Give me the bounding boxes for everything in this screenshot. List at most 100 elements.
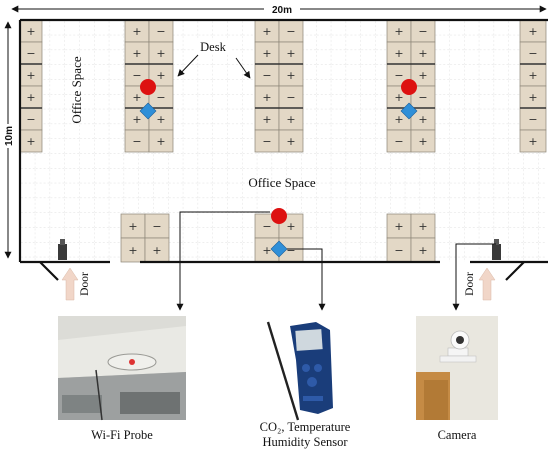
- sensor-connector: [287, 248, 326, 311]
- sensor-photo: [266, 321, 333, 421]
- height-label: 10m: [4, 126, 15, 146]
- desk-chair-mark: +: [262, 91, 271, 104]
- wifi-connector: [176, 211, 270, 311]
- desk-chair-mark: +: [394, 220, 403, 233]
- width-label: 20m: [272, 5, 292, 16]
- desk-chair-mark: −: [26, 113, 35, 126]
- desk: [148, 129, 174, 153]
- sensor-markers: [139, 102, 418, 258]
- desk-chair-mark: +: [528, 25, 537, 38]
- desk-chair-mark: +: [418, 220, 427, 233]
- desk-chair-mark: +: [156, 113, 165, 126]
- sensor-caption-line1: CO₂, Temperature: [259, 420, 351, 434]
- desk-chair-mark: +: [156, 47, 165, 60]
- camera-icon-left: [58, 239, 67, 260]
- desk: [410, 213, 436, 239]
- desk-chair-mark: +: [418, 244, 427, 257]
- desk-chair-mark: −: [418, 91, 427, 104]
- desk-chair-mark: +: [128, 244, 137, 257]
- desk-chair-mark: +: [394, 47, 403, 60]
- door-right-arrow: Door: [464, 267, 496, 301]
- desk-chair-mark: +: [286, 220, 295, 233]
- desk-chair-mark: −: [394, 135, 403, 148]
- desk-chair-mark: −: [286, 91, 295, 104]
- wifi-marker-1: [140, 79, 156, 95]
- camera-photo: [416, 316, 498, 420]
- wifi-probe-caption: Wi-Fi Probe: [91, 428, 153, 442]
- desk-chair-mark: +: [156, 135, 165, 148]
- wifi-marker-3: [271, 208, 287, 224]
- desk-chair-mark: +: [26, 135, 35, 148]
- desk-chair-mark: +: [528, 135, 537, 148]
- wifi-probe-markers: [140, 79, 417, 224]
- desk-chair-mark: +: [132, 113, 141, 126]
- desk-chair-mark: +: [262, 113, 271, 126]
- desk-chair-mark: −: [156, 25, 165, 38]
- desk-chair-mark: +: [394, 91, 403, 104]
- desk-chair-mark: +: [286, 47, 295, 60]
- sensor-marker-3: [270, 240, 288, 258]
- camera-caption: Camera: [437, 428, 477, 442]
- desk-chair-mark: +: [26, 25, 35, 38]
- wifi-probe-photo: [58, 316, 186, 421]
- desk-label: Desk: [200, 40, 226, 54]
- desk-group-1: + − + + − +: [19, 19, 43, 153]
- connector-lines: [176, 211, 496, 311]
- desk-chair-mark: −: [152, 220, 161, 233]
- desk-chair-mark: +: [132, 25, 141, 38]
- door-left-arrow: Door: [61, 267, 91, 301]
- desk-chair-mark: +: [128, 220, 137, 233]
- desk-chair-mark: +: [152, 244, 161, 257]
- desk-chair-mark: +: [528, 69, 537, 82]
- sensor-caption-line2: Humidity Sensor: [262, 435, 348, 449]
- desk-chair-mark: +: [26, 69, 35, 82]
- desk-chair-mark: +: [394, 25, 403, 38]
- office-space-left-label: Office Space: [69, 56, 84, 123]
- sensor-caption: CO₂, Temperature Humidity Sensor: [240, 420, 370, 450]
- desk-chair-mark: +: [418, 69, 427, 82]
- desk-arrow-left: [177, 54, 199, 77]
- desk-group-3: +−++−++−++−+: [254, 19, 304, 153]
- desk-chair-mark: +: [262, 25, 271, 38]
- desk-chair-mark: −: [26, 47, 35, 60]
- desk-group-8: + + − +: [386, 213, 436, 263]
- desk-chair-mark: +: [418, 113, 427, 126]
- desk-chair-mark: +: [286, 113, 295, 126]
- office-space-center-label: Office Space: [248, 175, 315, 190]
- desk: [144, 213, 170, 239]
- door-left-swing: [39, 261, 59, 281]
- desk-chair-mark: −: [528, 47, 537, 60]
- desk-chair-mark: −: [156, 91, 165, 104]
- desk-chair-mark: −: [132, 69, 141, 82]
- door-right-swing: [505, 261, 525, 281]
- desk-chair-mark: −: [418, 25, 427, 38]
- height-dimension: 10m: [2, 21, 15, 259]
- desk-chair-mark: −: [286, 25, 295, 38]
- sensor-marker-1: [139, 102, 157, 120]
- desk-chair-mark: −: [394, 69, 403, 82]
- desk-chair-mark: −: [262, 220, 271, 233]
- walls: [18, 18, 548, 281]
- sensor-marker-2: [400, 102, 418, 120]
- desk-chair-mark: +: [26, 91, 35, 104]
- door-left-label: Door: [79, 272, 91, 296]
- desk-chair-mark: −: [132, 135, 141, 148]
- desk-chair-mark: +: [156, 69, 165, 82]
- camera-connector: [452, 243, 496, 311]
- door-right-label: Door: [464, 272, 476, 296]
- desk-chair-mark: +: [262, 47, 271, 60]
- desk: [144, 237, 170, 263]
- desk-groups: +−++−++−++−++−++−++−++−++−++−++−++−++−++…: [19, 19, 547, 263]
- desk-chair-mark: −: [262, 69, 271, 82]
- desk-chair-mark: −: [286, 244, 295, 257]
- desk-chair-mark: +: [418, 47, 427, 60]
- desk-chair-mark: +: [394, 113, 403, 126]
- desk: [410, 129, 436, 153]
- desk-chair-mark: +: [262, 244, 271, 257]
- desk-chair-mark: −: [394, 244, 403, 257]
- desk-arrow-right: [235, 57, 251, 79]
- desk-chair-mark: −: [262, 135, 271, 148]
- desk-chair-mark: +: [286, 135, 295, 148]
- desk-chair-mark: +: [528, 91, 537, 104]
